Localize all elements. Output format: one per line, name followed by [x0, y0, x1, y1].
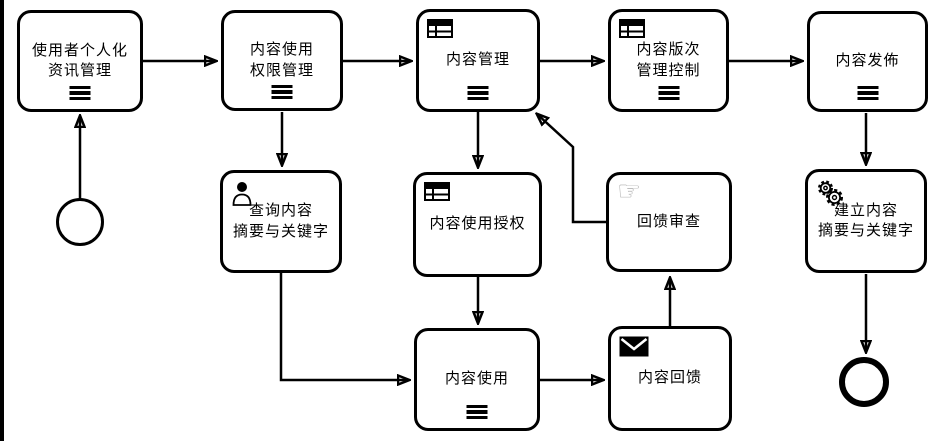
node-content-feedback[interactable]: 内容回馈: [608, 326, 732, 431]
node-label: 内容回馈: [637, 369, 702, 387]
node-content-permission[interactable]: 内容使用 权限管理: [221, 10, 343, 111]
node-label: 查询内容 摘要与关键字: [232, 202, 329, 240]
node-content-use[interactable]: 内容使用: [414, 328, 540, 431]
node-content-version-control[interactable]: 内容版次 管理控制: [608, 9, 729, 112]
envelope-icon: [619, 336, 649, 357]
node-content-management[interactable]: 内容管理: [416, 9, 540, 112]
node-label: 内容使用 权限管理: [249, 41, 314, 79]
table-icon: [427, 19, 453, 38]
left-border-bar: [0, 0, 4, 441]
multi-instance-icon: [271, 83, 293, 102]
node-query-content-summary[interactable]: 查询内容 摘要与关键字: [220, 170, 342, 273]
node-label: 使用者个人化 资讯管理: [31, 41, 128, 79]
node-content-use-authorization[interactable]: 内容使用授权: [413, 172, 542, 277]
node-feedback-review[interactable]: ☞ 回馈审查: [606, 172, 732, 272]
node-create-content-summary[interactable]: 建立内容 摘要与关键字: [805, 169, 927, 273]
flow-feedback-review-to-management: [537, 114, 606, 224]
node-label: 内容发佈: [835, 52, 900, 70]
node-label: 内容使用授权: [429, 215, 526, 233]
flow-query-summary-to-content-use: [279, 273, 409, 380]
node-label: 内容版次 管理控制: [636, 41, 701, 79]
node-user-personalization[interactable]: 使用者个人化 资讯管理: [17, 10, 143, 112]
hand-icon: ☞: [617, 176, 642, 206]
end-event[interactable]: [839, 357, 889, 407]
multi-instance-icon: [69, 84, 91, 103]
node-label: 建立内容 摘要与关键字: [817, 201, 914, 239]
user-icon: [231, 180, 253, 206]
table-icon: [619, 19, 645, 38]
node-label: 回馈审查: [636, 212, 701, 230]
multi-instance-icon: [466, 403, 488, 422]
multi-instance-icon: [857, 84, 878, 103]
start-event[interactable]: [56, 198, 104, 246]
table-icon: [424, 182, 450, 201]
node-label: 内容使用: [444, 370, 509, 388]
multi-instance-icon: [658, 84, 679, 103]
gears-icon: [816, 179, 844, 207]
node-label: 内容管理: [445, 51, 510, 69]
multi-instance-icon: [467, 84, 489, 103]
node-content-publish[interactable]: 内容发佈: [807, 11, 928, 112]
